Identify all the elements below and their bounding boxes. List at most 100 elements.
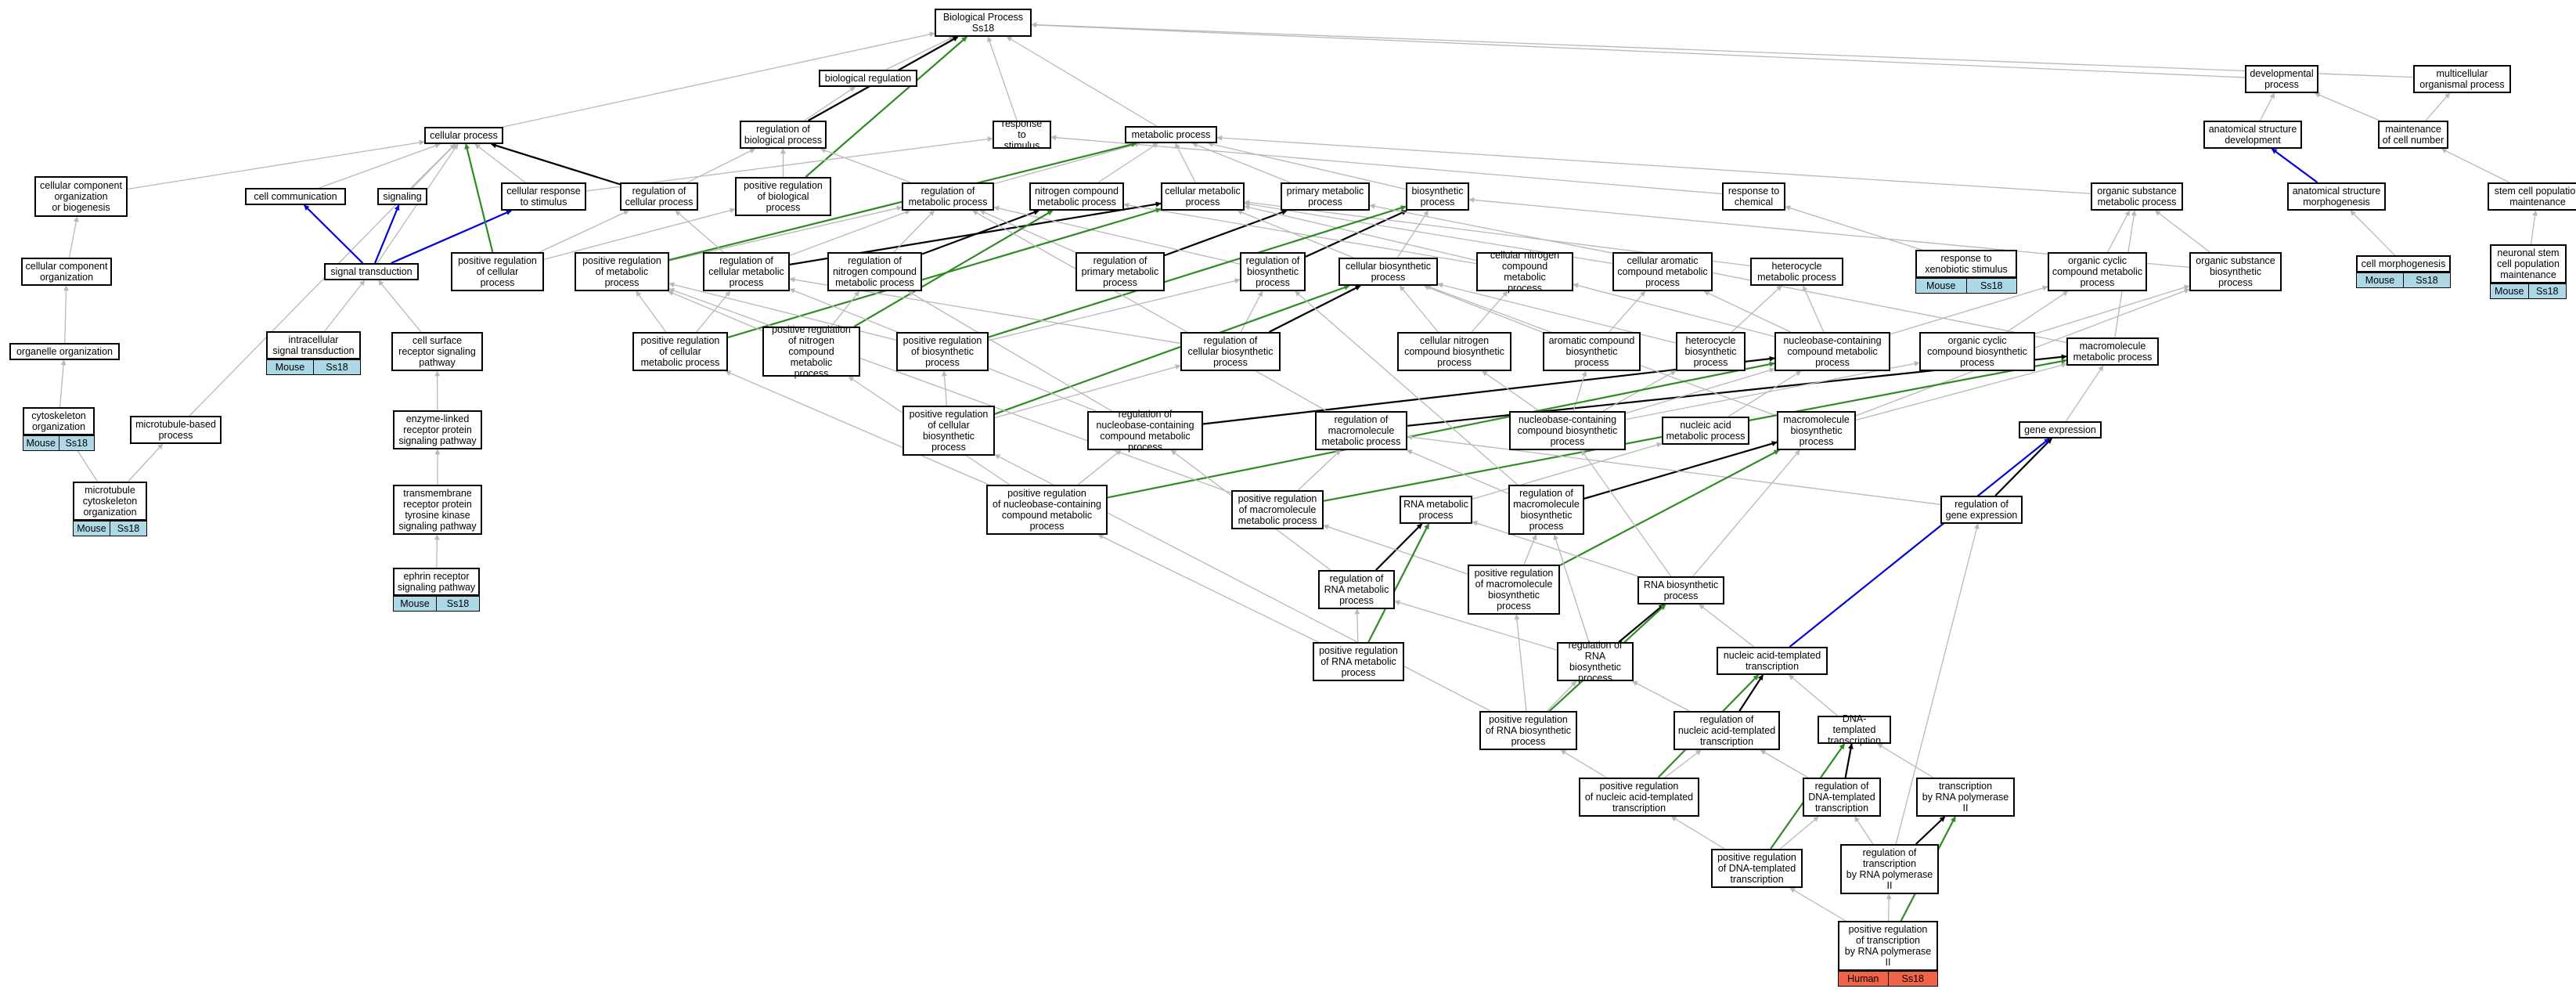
node-regulation-of-rna-metabolic-process[interactable]: regulation of RNA metabolic process: [1318, 570, 1395, 609]
node-organelle-organization[interactable]: organelle organization: [9, 343, 120, 360]
node-cellular-response-to-stimulus[interactable]: cellular response to stimulus: [501, 182, 586, 211]
node-macromolecule-biosynthetic-process[interactable]: macromolecule biosynthetic process: [1777, 411, 1856, 450]
edge-ist-to-st: [324, 280, 366, 332]
edge-rbsp2-to-mbsp: [1692, 449, 1800, 577]
node-maintenance-of-cell-number[interactable]: maintenance of cell number: [2378, 121, 2448, 149]
node-regulation-of-nitrogen-compound-metabolic-process[interactable]: regulation of nitrogen compound metaboli…: [827, 252, 922, 291]
node-metabolic-process[interactable]: metabolic process: [1125, 126, 1217, 143]
node-regulation-of-nucleic-acid-templated-transcription[interactable]: regulation of nucleic acid-templated tra…: [1673, 711, 1780, 750]
node-cellular-metabolic-process[interactable]: cellular metabolic process: [1161, 182, 1245, 211]
node-primary-metabolic-process[interactable]: primary metabolic process: [1281, 182, 1370, 211]
node-positive-regulation-of-rna-metabolic-process[interactable]: positive regulation of RNA metabolic pro…: [1313, 642, 1404, 681]
node-cell-communication[interactable]: cell communication: [245, 188, 346, 205]
node-regulation-of-macromolecule-biosynthetic-process[interactable]: regulation of macromolecule biosynthetic…: [1508, 485, 1584, 535]
edge-prncmp-to-prmp: [668, 290, 763, 332]
node-response-to-stimulus[interactable]: response to stimulus: [993, 118, 1051, 151]
node-response-to-chemical[interactable]: response to chemical: [1722, 182, 1785, 211]
node-regulation-of-primary-metabolic-process[interactable]: regulation of primary metabolic process: [1075, 252, 1165, 291]
edge-mcn-to-dev: [2314, 92, 2380, 121]
species-label: Mouse: [77, 522, 106, 534]
node-cytoskeleton-organization[interactable]: cytoskeleton organization: [23, 407, 95, 435]
node-organic-substance-metabolic-process[interactable]: organic substance metabolic process: [2091, 182, 2183, 211]
node-macromolecule-metabolic-process[interactable]: macromolecule metabolic process: [2066, 337, 2159, 366]
node-nucleic-acid-metabolic-process[interactable]: nucleic acid metabolic process: [1662, 417, 1749, 445]
node-transcription-by-rna-polymerase-ii[interactable]: transcription by RNA polymerase II: [1916, 778, 2015, 817]
node-organic-substance-biosynthetic-process[interactable]: organic substance biosynthetic process: [2189, 252, 2282, 291]
node-cellular-biosynthetic-process[interactable]: cellular biosynthetic process: [1338, 258, 1438, 286]
node-biological-process[interactable]: Biological Process Ss18: [935, 9, 1032, 37]
node-cellular-aromatic-compound-metabolic-process[interactable]: cellular aromatic compound metabolic pro…: [1612, 252, 1713, 291]
node-regulation-of-gene-expression[interactable]: regulation of gene expression: [1940, 496, 2023, 524]
node-microtubule-cytoskeleton-organization[interactable]: microtubule cytoskeleton organization: [73, 482, 147, 521]
node-stem-cell-population-maintenance[interactable]: stem cell population maintenance: [2488, 182, 2576, 211]
node-nucleobase-containing-compound-metabolic-process[interactable]: nucleobase-containing compound metabolic…: [1774, 332, 1890, 371]
node-heterocycle-biosynthetic-process[interactable]: heterocycle biosynthetic process: [1676, 332, 1746, 371]
node-neuronal-stem-cell-population-maintenance[interactable]: neuronal stem cell population maintenanc…: [2490, 244, 2567, 283]
node-cell-surface-receptor-signaling-pathway[interactable]: cell surface receptor signaling pathway: [391, 332, 483, 371]
node-positive-regulation-of-macromolecule-biosynthetic-process[interactable]: positive regulation of macromolecule bio…: [1468, 565, 1560, 615]
node-regulation-of-biosynthetic-process[interactable]: regulation of biosynthetic process: [1240, 252, 1306, 291]
node-rna-biosynthetic-process[interactable]: RNA biosynthetic process: [1637, 576, 1724, 604]
node-anatomical-structure-morphogenesis[interactable]: anatomical structure morphogenesis: [2287, 182, 2386, 211]
node-positive-regulation-of-rna-biosynthetic-process[interactable]: positive regulation of RNA biosynthetic …: [1479, 711, 1577, 750]
node-developmental-process[interactable]: developmental process: [2245, 65, 2318, 93]
node-regulation-of-macromolecule-metabolic-process[interactable]: regulation of macromolecule metabolic pr…: [1315, 411, 1407, 450]
node-positive-regulation-of-nucleic-acid-templated-transcription[interactable]: positive regulation of nucleic acid-temp…: [1579, 778, 1699, 817]
node-positive-regulation-of-nucleobase-containing-compound-metabolic-process[interactable]: positive regulation of nucleobase-contai…: [986, 485, 1108, 535]
node-regulation-of-dna-templated-transcription[interactable]: regulation of DNA-templated transcriptio…: [1803, 778, 1881, 817]
node-rna-metabolic-process[interactable]: RNA metabolic process: [1400, 496, 1472, 524]
node-cellular-process[interactable]: cellular process: [424, 127, 503, 144]
node-positive-regulation-of-macromolecule-metabolic-process[interactable]: positive regulation of macromolecule met…: [1231, 490, 1324, 529]
node-intracellular-signal-transduction[interactable]: intracellular signal transduction: [266, 331, 361, 359]
node-regulation-of-metabolic-process[interactable]: regulation of metabolic process: [902, 182, 994, 211]
edge-prrbp-to-prmbsp: [1514, 614, 1527, 712]
edge-rge-to-ge: [1994, 438, 2052, 496]
node-positive-regulation-of-biological-process[interactable]: positive regulation of biological proces…: [735, 177, 831, 216]
node-dna-templated-transcription[interactable]: DNA-templated transcription: [1818, 713, 1891, 746]
node-organic-cyclic-compound-biosynthetic-process[interactable]: organic cyclic compound biosynthetic pro…: [1919, 332, 2035, 371]
node-positive-regulation-of-metabolic-process[interactable]: positive regulation of metabolic process: [575, 252, 669, 291]
node-organic-cyclic-compound-metabolic-process[interactable]: organic cyclic compound metabolic proces…: [2048, 252, 2147, 291]
node-signaling[interactable]: signaling: [377, 188, 427, 205]
node-aromatic-compound-biosynthetic-process[interactable]: aromatic compound biosynthetic process: [1543, 332, 1641, 371]
node-positive-regulation-of-cellular-biosynthetic-process[interactable]: positive regulation of cellular biosynth…: [903, 406, 995, 456]
node-multicellular-organismal-process[interactable]: multicellular organismal process: [2413, 65, 2511, 93]
node-positive-regulation-of-cellular-metabolic-process[interactable]: positive regulation of cellular metaboli…: [632, 332, 728, 371]
node-cellular-nitrogen-compound-biosynthetic-process[interactable]: cellular nitrogen compound biosynthetic …: [1397, 332, 1511, 371]
node-transmembrane-receptor-protein-tyrosine-kinase-signaling-pathway[interactable]: transmembrane receptor protein tyrosine …: [393, 485, 482, 535]
node-microtubule-based-process[interactable]: microtubule-based process: [130, 416, 222, 444]
edge-rbsp2-to-rnamp: [1472, 520, 1639, 577]
node-positive-regulation-of-biosynthetic-process[interactable]: positive regulation of biosynthetic proc…: [896, 332, 989, 371]
node-positive-regulation-of-cellular-process[interactable]: positive regulation of cellular process: [451, 252, 544, 291]
node-nucleobase-containing-compound-biosynthetic-process[interactable]: nucleobase-containing compound biosynthe…: [1509, 411, 1626, 450]
node-regulation-of-cellular-metabolic-process[interactable]: regulation of cellular metabolic process: [703, 252, 790, 291]
node-biosynthetic-process[interactable]: biosynthetic process: [1406, 182, 1469, 211]
edge-scpm-to-mcn: [2441, 148, 2510, 183]
edge-nccmp-to-cncmp: [1573, 283, 1775, 337]
node-ephrin-receptor-signaling-pathway[interactable]: ephrin receptor signaling pathway: [393, 568, 480, 596]
node-response-to-xenobiotic-stimulus[interactable]: response to xenobiotic stimulus: [1915, 250, 2017, 278]
node-enzyme-linked-receptor-protein-signaling-pathway[interactable]: enzyme-linked receptor protein signaling…: [393, 410, 482, 449]
node-cell-morphogenesis[interactable]: cell morphogenesis: [2356, 255, 2451, 272]
node-cellular-nitrogen-compound-metabolic-process[interactable]: cellular nitrogen compound metabolic pro…: [1476, 250, 1573, 294]
node-regulation-of-rna-biosynthetic-process[interactable]: regulation of RNA biosynthetic process: [1557, 640, 1634, 684]
node-regulation-of-transcription-by-rna-polymerase-ii[interactable]: regulation of transcription by RNA polym…: [1840, 844, 1939, 894]
node-nucleic-acid-templated-transcription[interactable]: nucleic acid-templated transcription: [1717, 647, 1828, 675]
node-positive-regulation-of-nitrogen-compound-metabolic-process[interactable]: positive regulation of nitrogen compound…: [762, 324, 860, 379]
node-gene-expression[interactable]: gene expression: [2019, 421, 2102, 438]
node-heterocycle-metabolic-process[interactable]: heterocycle metabolic process: [1750, 258, 1843, 286]
node-cellular-component-organization-or-biogenesis[interactable]: cellular component organization or bioge…: [34, 176, 128, 217]
node-positive-regulation-of-transcription-by-rna-polymerase-ii[interactable]: positive regulation of transcription by …: [1838, 921, 1938, 971]
edge-prdtt-to-rdtt: [1779, 816, 1819, 850]
node-anatomical-structure-development[interactable]: anatomical structure development: [2203, 121, 2302, 149]
node-regulation-of-nucleobase-containing-compound-metabolic-process[interactable]: regulation of nucleobase-containing comp…: [1087, 409, 1203, 453]
node-regulation-of-cellular-process[interactable]: regulation of cellular process: [620, 182, 698, 211]
node-signal-transduction[interactable]: signal transduction: [324, 263, 419, 280]
node-cellular-component-organization[interactable]: cellular component organization: [21, 258, 112, 286]
node-regulation-of-biological-process[interactable]: regulation of biological process: [740, 121, 827, 149]
node-biological-regulation[interactable]: biological regulation: [819, 70, 917, 87]
node-nitrogen-compound-metabolic-process[interactable]: nitrogen compound metabolic process: [1029, 182, 1124, 211]
node-positive-regulation-of-dna-templated-transcription[interactable]: positive regulation of DNA-templated tra…: [1711, 849, 1803, 888]
edge-mmp-to-pmp: [1369, 204, 2067, 344]
node-regulation-of-cellular-biosynthetic-process[interactable]: regulation of cellular biosynthetic proc…: [1180, 332, 1281, 371]
